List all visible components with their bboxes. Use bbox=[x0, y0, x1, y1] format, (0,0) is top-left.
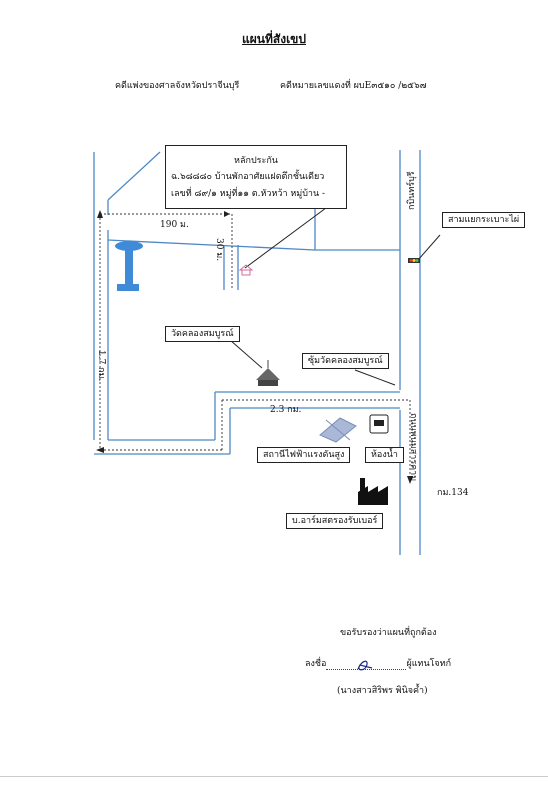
court-name: คดีแพ่งของศาลจังหวัดปราจีนบุรี bbox=[115, 81, 240, 91]
page-title: แผนที่สังเขป bbox=[242, 32, 306, 46]
rail-crossing-label: สามแยกระเบาะไผ่ bbox=[442, 212, 526, 229]
arrows bbox=[96, 210, 413, 484]
collateral-line1: ฉ.๖๘๘๘๐ บ้านพักอาศัยแฝดตึกชั้นเดียว bbox=[171, 172, 325, 183]
temple-label: วัดคลองสมบูรณ์ bbox=[165, 326, 240, 343]
road-name-label: ถนนพนมสารคาม bbox=[408, 413, 418, 482]
signature-row: ลงชื่อ ผู้แทนโจทก์ bbox=[305, 656, 452, 671]
collateral-line2: เลขที่ ๘๙/๑ หมู่ที่๑๑ ต.หัวหว้า หมู่บ้าน… bbox=[171, 188, 326, 199]
substation-icon bbox=[319, 417, 357, 443]
substation-label: สถานีไฟฟ้าแรงดันสูง bbox=[257, 447, 351, 464]
to-prachin-label: กบินทร์บุรี bbox=[407, 171, 417, 210]
signer-name: (นางสาวสิริพร พินิจค้ำ) bbox=[337, 686, 428, 696]
km-label: กม.134 bbox=[437, 488, 469, 498]
house-icon bbox=[238, 264, 254, 276]
leader-lines bbox=[229, 204, 441, 386]
distance-top: 190 ม. bbox=[160, 220, 189, 230]
sign-prefix: ลงชื่อ bbox=[305, 659, 327, 669]
signature-line bbox=[326, 659, 407, 671]
route-dashes bbox=[99, 213, 411, 480]
roads bbox=[93, 150, 421, 555]
factory-label: บ.อาร์มสตรองรับเบอร์ bbox=[286, 513, 384, 530]
page-divider bbox=[0, 776, 548, 777]
factory-icon bbox=[358, 478, 388, 505]
distance-left: 1.7 กม. bbox=[96, 350, 106, 382]
collateral-box: หลักประกัน ฉ.๖๘๘๘๐ บ้านพักอาศัยแฝดตึกชั้… bbox=[165, 145, 347, 209]
toilet-label: ห้องน้ำ bbox=[365, 447, 404, 464]
case-number: คดีหมายเลขแดงที่ ผบE๓๕๑๐ /๒๕๖๗ bbox=[280, 81, 427, 91]
temple-icon bbox=[256, 360, 280, 386]
traffic-light-icon bbox=[408, 258, 420, 263]
top-road-lower bbox=[107, 239, 316, 251]
distance-short: 30 ม. bbox=[214, 238, 224, 262]
toilet-icon bbox=[369, 414, 389, 434]
collateral-title: หลักประกัน bbox=[234, 156, 278, 166]
certify-text: ขอรับรองว่าแผนที่ถูกต้อง bbox=[340, 628, 437, 638]
water-tower-icon bbox=[115, 241, 143, 291]
distance-mid: 2.3 กม. bbox=[270, 405, 302, 415]
arch-label: ซุ้มวัดคลองสมบูรณ์ bbox=[302, 353, 389, 370]
signature-scribble bbox=[357, 660, 373, 671]
sign-suffix: ผู้แทนโจทก์ bbox=[406, 659, 452, 669]
